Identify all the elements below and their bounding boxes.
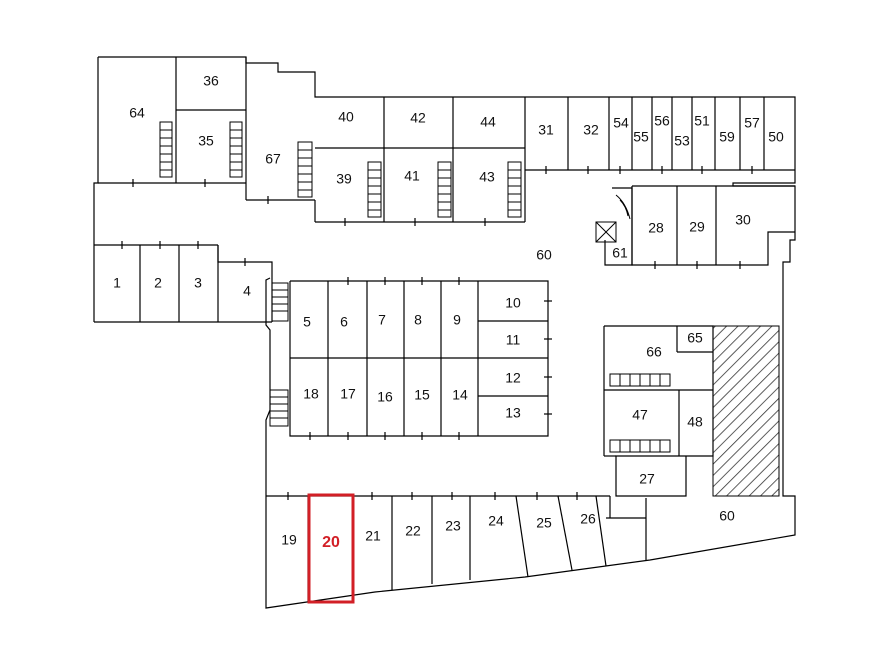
unit-label-25: 25 — [536, 515, 552, 531]
unit-label-17: 17 — [340, 386, 356, 402]
unit-label-53: 53 — [674, 133, 690, 149]
unit-label-35: 35 — [198, 133, 214, 149]
unit-label-66: 66 — [646, 344, 662, 360]
unit-label-18: 18 — [303, 386, 319, 402]
unit-label-3: 3 — [194, 275, 202, 291]
unit-label-44: 44 — [480, 114, 496, 130]
unit-label-8: 8 — [414, 312, 422, 328]
unit-label-64: 64 — [129, 105, 145, 121]
unit-label-31: 31 — [538, 122, 554, 138]
unit-61-core — [595, 187, 633, 266]
unit-label-61: 61 — [612, 245, 628, 261]
unit-label-60-lower: 60 — [719, 508, 735, 524]
ramp-hatch — [712, 325, 780, 497]
unit-block-67 — [246, 141, 315, 204]
unit-label-14: 14 — [452, 387, 468, 403]
unit-label-5: 5 — [303, 314, 311, 330]
unit-block-31-50 — [525, 97, 795, 174]
staircase — [159, 121, 243, 178]
unit-label-10: 10 — [505, 295, 521, 311]
unit-label-51: 51 — [694, 113, 710, 129]
unit-block-27-66 — [603, 325, 714, 497]
highlighted-unit-outline — [307, 493, 355, 604]
unit-label-59: 59 — [719, 129, 735, 145]
unit-label-54: 54 — [613, 115, 629, 131]
unit-label-56: 56 — [654, 113, 670, 129]
unit-label-48: 48 — [687, 414, 703, 430]
unit-label-67: 67 — [265, 151, 281, 167]
unit-label-28: 28 — [648, 220, 664, 236]
unit-label-65: 65 — [687, 330, 703, 346]
unit-label-7: 7 — [378, 312, 386, 328]
unit-label-19: 19 — [281, 532, 297, 548]
unit-label-27: 27 — [639, 471, 655, 487]
outer-walls — [93, 56, 796, 609]
unit-label-60-upper: 60 — [536, 247, 552, 263]
unit-label-21: 21 — [365, 528, 381, 544]
unit-label-9: 9 — [453, 312, 461, 328]
unit-label-43: 43 — [479, 169, 495, 185]
unit-label-12: 12 — [505, 370, 521, 386]
unit-label-2: 2 — [154, 275, 162, 291]
unit-label-11: 11 — [506, 332, 521, 348]
unit-label-41: 41 — [404, 168, 420, 184]
unit-label-57: 57 — [744, 115, 760, 131]
unit-label-22: 22 — [405, 523, 421, 539]
unit-label-4: 4 — [243, 283, 251, 299]
unit-label-42: 42 — [410, 110, 426, 126]
unit-label-55: 55 — [633, 129, 649, 145]
unit-block-39-44 — [314, 97, 526, 226]
unit-block-5-18 — [269, 277, 552, 440]
unit-label-16: 16 — [377, 389, 393, 405]
unit-label-40: 40 — [338, 109, 354, 125]
unit-label-24: 24 — [488, 513, 504, 529]
unit-label-6: 6 — [340, 314, 348, 330]
unit-label-23: 23 — [445, 518, 461, 534]
unit-label-36: 36 — [203, 73, 219, 89]
unit-label-15: 15 — [414, 387, 430, 403]
unit-block-64-36-35 — [98, 57, 247, 200]
unit-label-30: 30 — [735, 212, 751, 228]
unit-label-47: 47 — [632, 407, 648, 423]
unit-label-50: 50 — [768, 129, 784, 145]
unit-labels: 1 2 3 4 5 6 7 8 9 10 11 12 13 14 15 16 1… — [113, 73, 784, 552]
unit-label-13: 13 — [505, 405, 521, 421]
unit-label-1: 1 — [113, 275, 121, 291]
unit-label-26: 26 — [580, 511, 596, 527]
unit-label-39: 39 — [336, 171, 352, 187]
unit-label-32: 32 — [583, 122, 599, 138]
unit-label-29: 29 — [689, 219, 705, 235]
unit-label-20-highlighted: 20 — [322, 534, 340, 551]
